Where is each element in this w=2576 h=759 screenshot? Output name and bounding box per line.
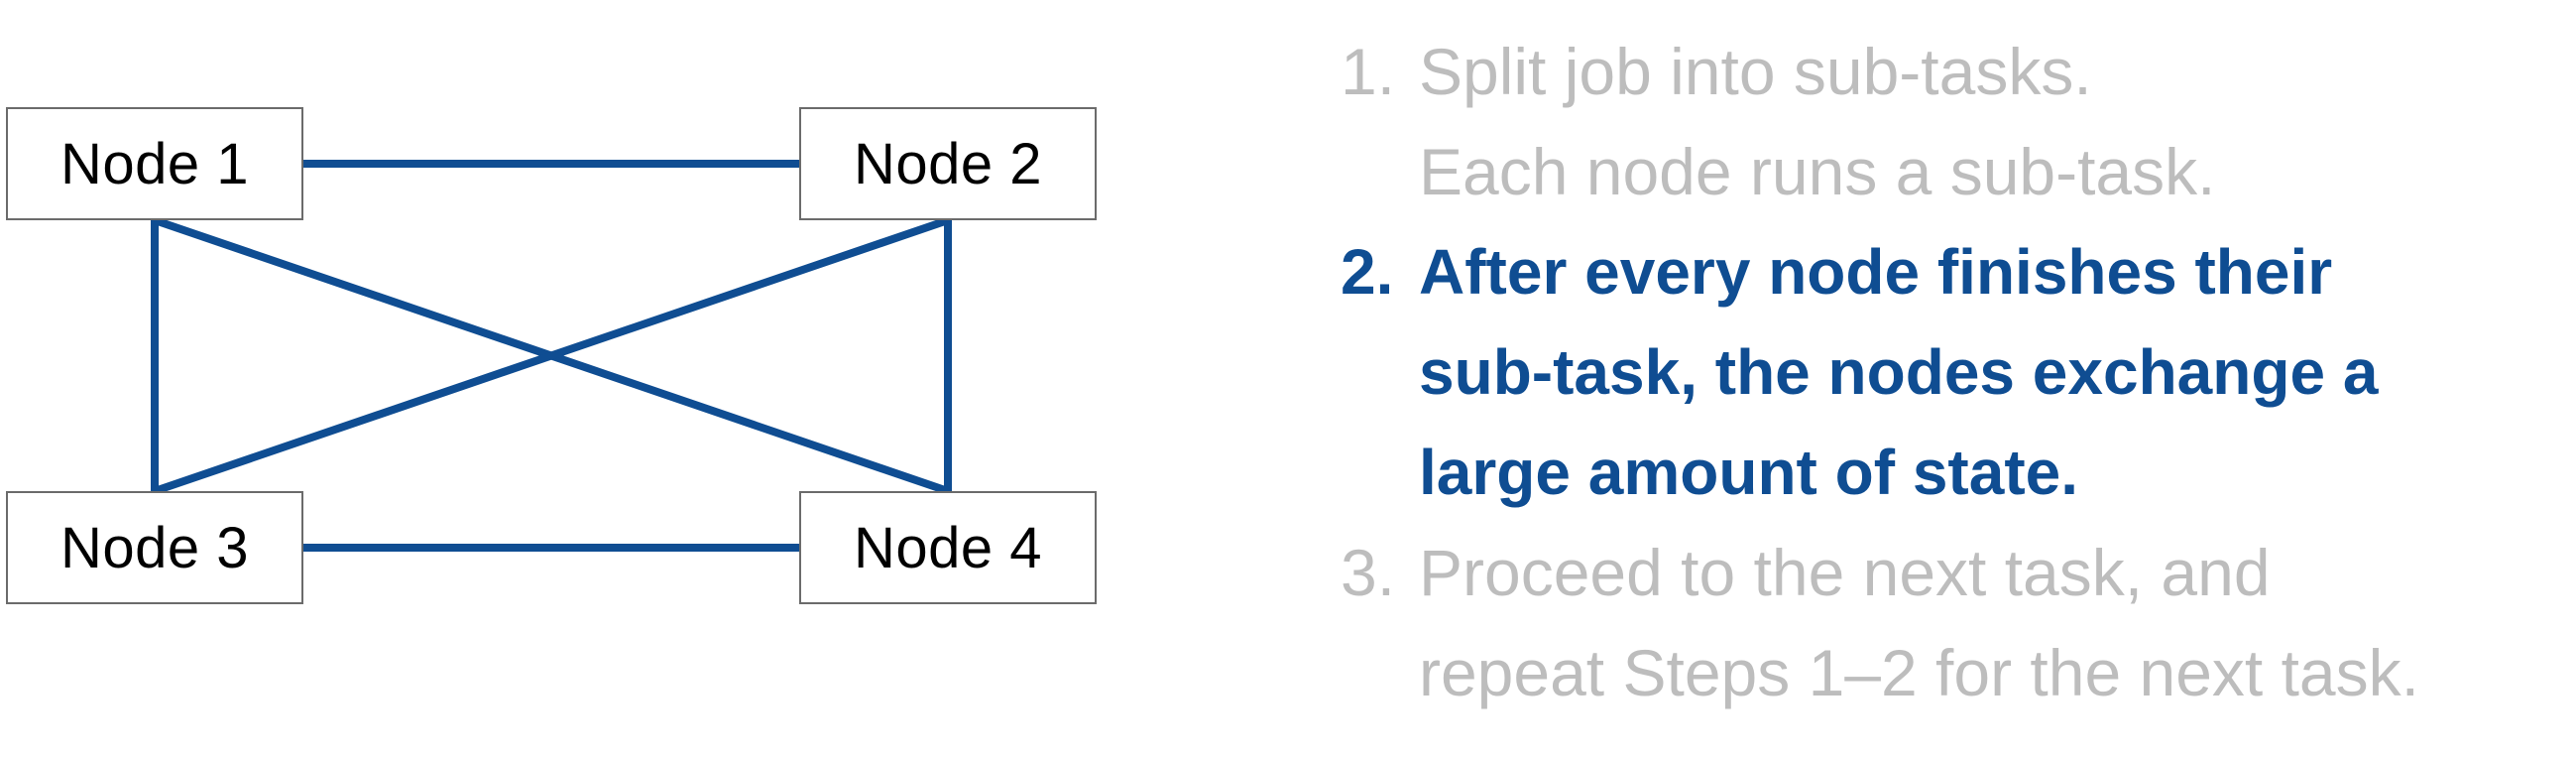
node-3-box: Node 3	[6, 491, 303, 604]
steps-list: 1. Split job into sub-tasks. Each node r…	[1341, 22, 2570, 723]
step-3-text: Proceed to the next task, and repeat Ste…	[1419, 523, 2570, 723]
step-2-line-1: After every node finishes their	[1419, 236, 2333, 308]
step-2-text: After every node finishes their sub-task…	[1419, 222, 2570, 523]
step-1-line-2: Each node runs a sub-task.	[1419, 135, 2216, 208]
connection-lines	[151, 160, 952, 552]
step-3: 3. Proceed to the next task, and repeat …	[1341, 523, 2570, 723]
step-3-number: 3.	[1341, 536, 1396, 609]
edge-node2-node3	[153, 216, 950, 495]
step-2-highlighted: 2. After every node finishes their sub-t…	[1341, 222, 2570, 523]
node-network-diagram: Node 1 Node 2 Node 3 Node 4	[0, 0, 1120, 759]
node-2-box: Node 2	[799, 107, 1097, 220]
step-1-number: 1.	[1341, 35, 1396, 108]
node-4-box: Node 4	[799, 491, 1097, 604]
step-1-text: Split job into sub-tasks. Each node runs…	[1419, 22, 2570, 222]
step-2-line-3: large amount of state.	[1419, 437, 2078, 508]
step-3-line-2: repeat Steps 1–2 for the next task.	[1419, 636, 2419, 709]
step-2-number: 2.	[1341, 236, 1394, 308]
step-1-line-1: Split job into sub-tasks.	[1419, 35, 2092, 108]
step-3-line-1: Proceed to the next task, and	[1419, 536, 2271, 609]
step-1: 1. Split job into sub-tasks. Each node r…	[1341, 22, 2570, 222]
node-1-box: Node 1	[6, 107, 303, 220]
step-2-line-2: sub-task, the nodes exchange a	[1419, 336, 2379, 408]
